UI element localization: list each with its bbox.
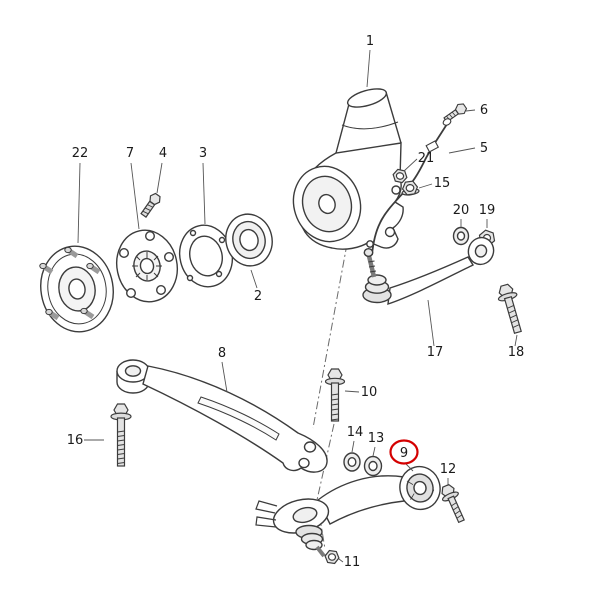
part-20-washer: [452, 226, 470, 246]
part-18-bolt: [497, 283, 522, 335]
part-7-wheel-hub: [116, 229, 178, 303]
part-14-washer: [343, 452, 361, 472]
wheel-studs: [39, 246, 101, 321]
part-label-12[interactable]: 12: [440, 462, 457, 477]
part-label-16[interactable]: 16: [67, 433, 84, 448]
part-9-lower-link-arm: [255, 465, 441, 558]
part-label-9[interactable]: 9: [400, 446, 408, 461]
part-16-bolt: [110, 403, 132, 467]
part-label-21[interactable]: 21: [418, 151, 435, 166]
part-8-lower-control-arm: [116, 359, 328, 473]
part-4-bolt: [140, 192, 161, 218]
part-label-2[interactable]: 2: [254, 289, 262, 304]
highlight-circle-9: [389, 439, 419, 465]
part-10-bolt: [324, 368, 346, 422]
part-17-control-link: [362, 236, 495, 306]
part-label-14[interactable]: 14: [347, 425, 364, 440]
part-13-washer: [363, 455, 383, 477]
part-15-flange-nut: [401, 180, 420, 196]
part-label-18[interactable]: 18: [508, 345, 525, 360]
part-label-3[interactable]: 3: [199, 146, 207, 161]
part-label-15[interactable]: 15: [434, 176, 451, 191]
part-label-20[interactable]: 20: [453, 203, 470, 218]
part-3-bearing-plate: [178, 224, 234, 288]
part-label-19[interactable]: 19: [479, 203, 496, 218]
part-label-13[interactable]: 13: [368, 431, 385, 446]
part-12-bolt: [441, 483, 465, 524]
part-22-wheel-hub-flange: [39, 245, 114, 333]
assembly-axis-lines: [312, 243, 348, 550]
part-2-wheel-bearing: [225, 213, 273, 267]
part-label-6[interactable]: 6: [480, 103, 488, 118]
part-label-17[interactable]: 17: [427, 345, 444, 360]
part-label-1[interactable]: 1: [366, 34, 374, 49]
part-11-nut: [324, 549, 340, 565]
part-1-wheel-carrier: [292, 88, 404, 250]
part-label-10[interactable]: 10: [361, 385, 378, 400]
leader-lines: [77, 49, 518, 563]
part-label-7[interactable]: 7: [126, 146, 134, 161]
part-label-11[interactable]: 11: [344, 555, 361, 570]
part-label-8[interactable]: 8: [218, 346, 226, 361]
part-labels: 1 22 7 4 3 2 6 5 21 15 20 19 17 18 8 10 …: [67, 34, 525, 570]
part-label-22[interactable]: 22: [72, 146, 89, 161]
part-label-5[interactable]: 5: [480, 141, 488, 156]
part-label-4[interactable]: 4: [159, 146, 167, 161]
